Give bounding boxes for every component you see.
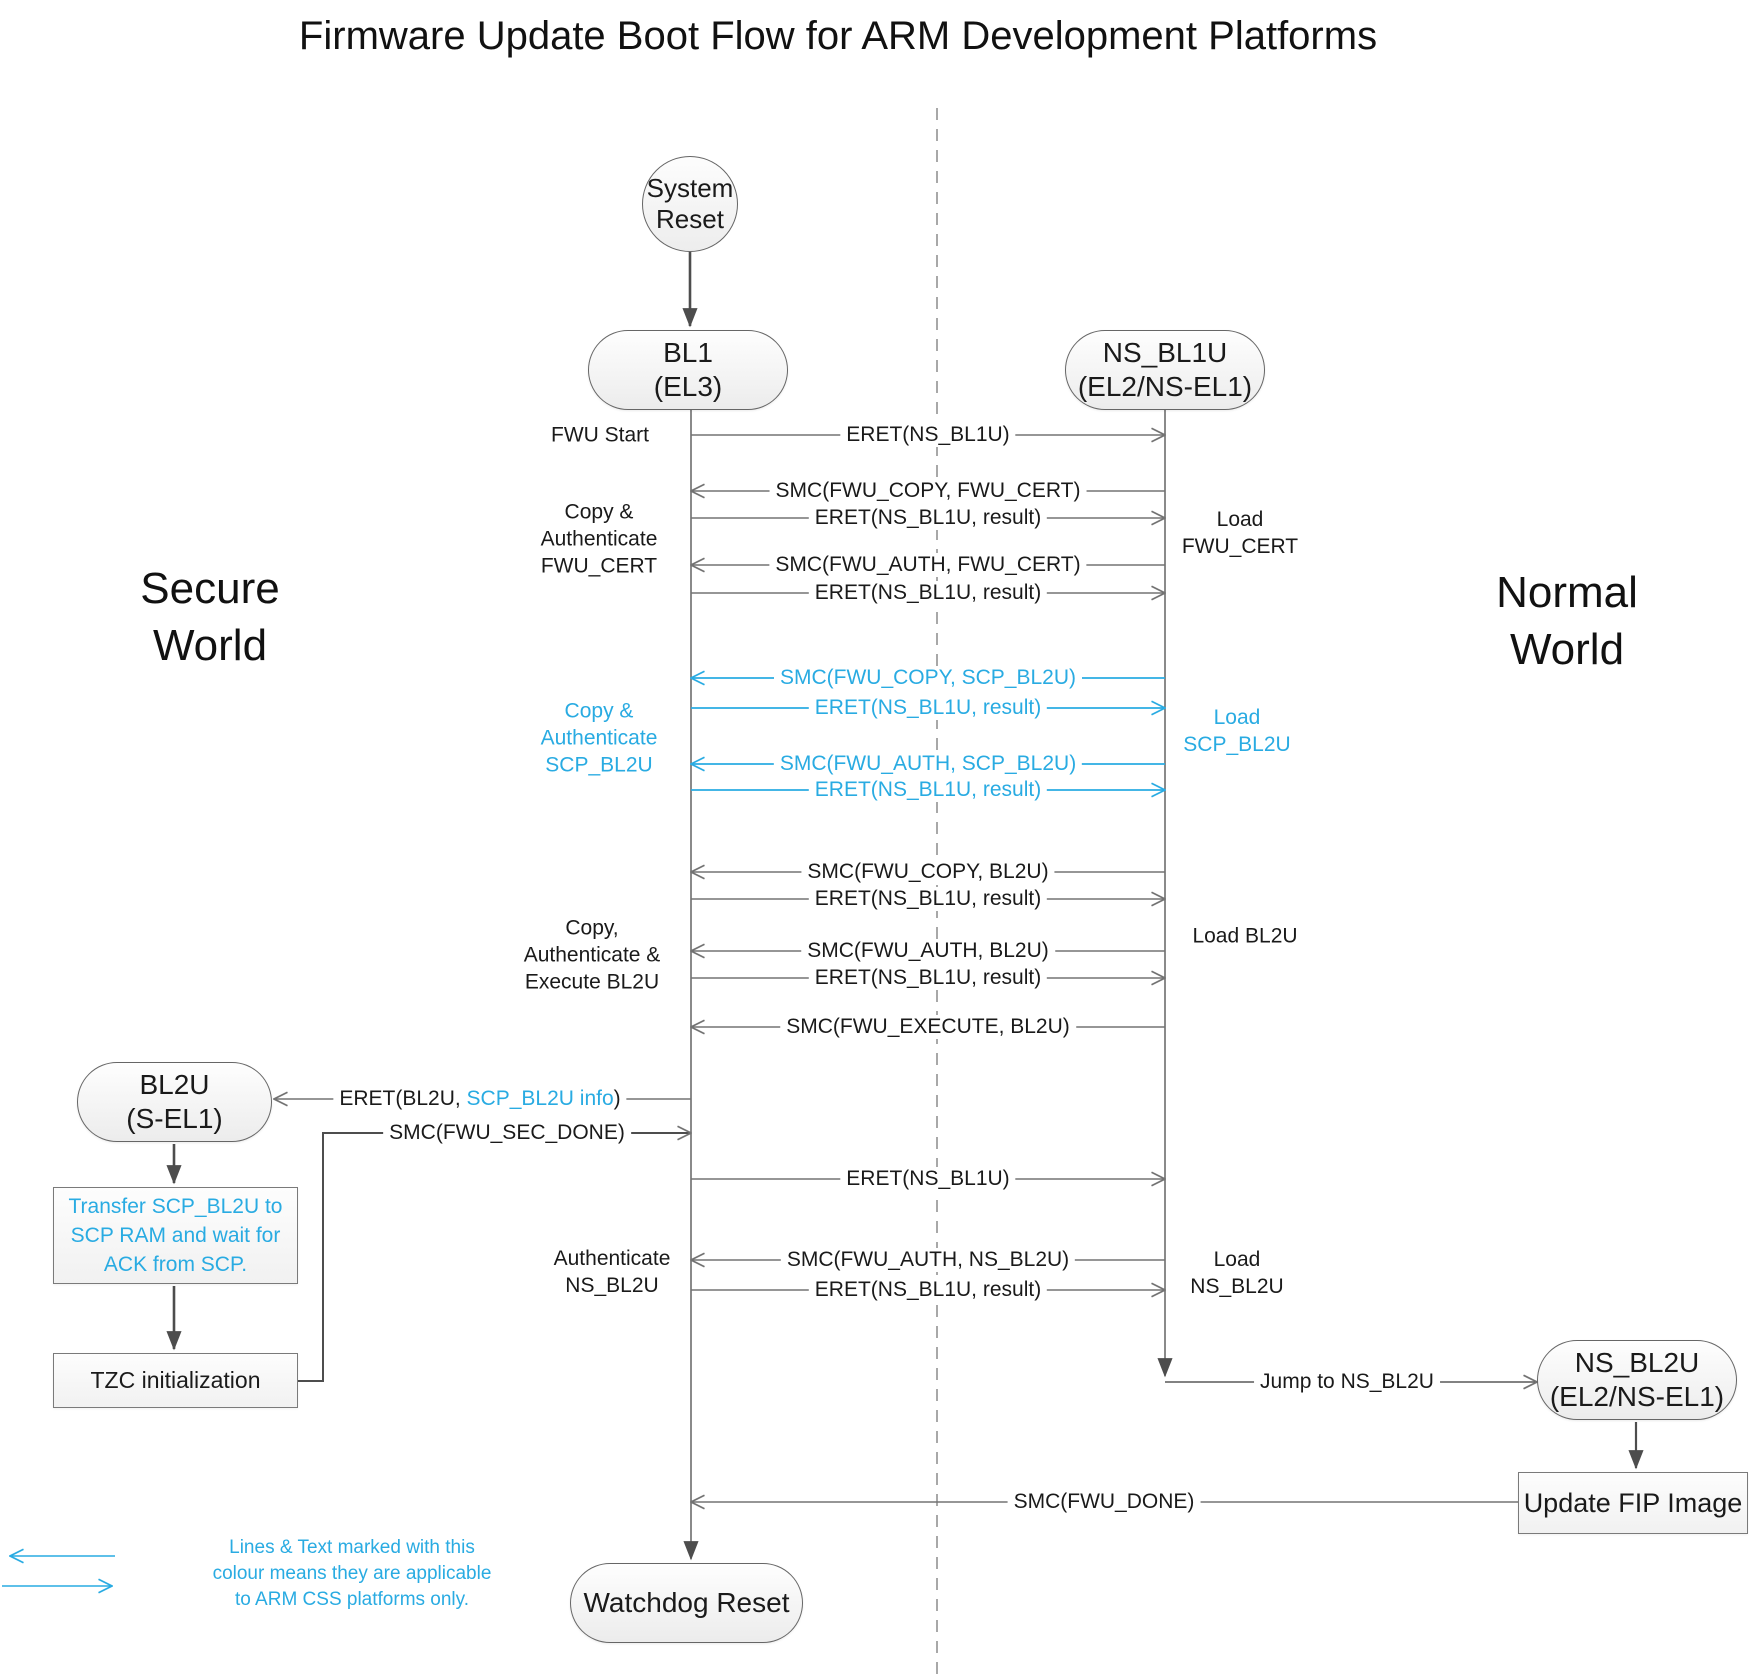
normal-world-label: Normal World [1496, 564, 1638, 678]
label-copy-auth-fwu-cert-1: Copy & [564, 500, 634, 524]
legend-line1: Lines & Text marked with this [229, 1537, 475, 1558]
tzc-init-box: TZC initialization [53, 1353, 298, 1408]
msg-smc-fwu-sec-done: SMC(FWU_SEC_DONE) [383, 1121, 631, 1145]
msg-eret-result-3: ERET(NS_BL1U, result) [808, 696, 1048, 720]
msg-eret-result-2: ERET(NS_BL1U, result) [808, 581, 1048, 605]
diagram-title: Firmware Update Boot Flow for ARM Develo… [298, 14, 1378, 58]
watchdog-reset-label: Watchdog Reset [583, 1587, 790, 1618]
msg-eret-result-7: ERET(NS_BL1U, result) [808, 1278, 1048, 1302]
ns-bl2u-line1: NS_BL2U [1574, 1347, 1700, 1378]
bl2u-node: BL2U (S-EL1) [77, 1062, 272, 1142]
label-copy-auth-scp-bl2u-1: Copy & [564, 699, 634, 723]
msg-smc-auth-scp-bl2u: SMC(FWU_AUTH, SCP_BL2U) [773, 752, 1083, 776]
label-authenticate-ns-bl2u-1: Authenticate [553, 1247, 671, 1270]
bl2u-line2: (S-EL1) [126, 1103, 223, 1134]
msg-smc-fwu-done: SMC(FWU_DONE) [1007, 1490, 1201, 1514]
label-load-scp-bl2u-2: SCP_BL2U [1183, 733, 1291, 756]
label-copy-auth-fwu-cert-2: Authenticate [540, 527, 658, 551]
legend-note: Lines & Text marked with this colour mea… [213, 1535, 492, 1613]
system-reset-node: System Reset [642, 156, 738, 252]
ns-bl1u-line1: NS_BL1U [1102, 337, 1228, 368]
label-load-scp-bl2u-1: Load [1213, 706, 1261, 729]
msg-eret-result-6: ERET(NS_BL1U, result) [808, 966, 1048, 990]
msg-smc-copy-fwu-cert: SMC(FWU_COPY, FWU_CERT) [769, 479, 1087, 503]
msg-eret-bl2u-scp-info: SCP_BL2U info [466, 1087, 614, 1110]
legend-line3: to ARM CSS platforms only. [234, 1589, 470, 1610]
label-copy-auth-exec-bl2u-2: Authenticate & [523, 943, 661, 967]
label-authenticate-ns-bl2u: Authenticate NS_BL2U [554, 1245, 671, 1299]
msg-eret-ns-bl1u-2: ERET(NS_BL1U) [840, 1167, 1016, 1191]
update-fip-label: Update FIP Image [1523, 1487, 1743, 1518]
label-fwu-start: FWU Start [551, 423, 649, 447]
msg-eret-ns-bl1u: ERET(NS_BL1U) [840, 423, 1016, 447]
normal-world-line2: World [1509, 625, 1625, 674]
msg-eret-bl2u-suffix: ) [613, 1087, 621, 1110]
label-copy-auth-scp-bl2u-2: Authenticate [540, 726, 658, 750]
label-copy-auth-scp-bl2u: Copy & Authenticate SCP_BL2U [541, 698, 658, 779]
tzc-init-label: TZC initialization [90, 1367, 261, 1393]
secure-world-label: Secure World [140, 560, 279, 674]
transfer-line3: ACK from SCP. [103, 1253, 248, 1276]
msg-eret-bl2u-prefix: ERET(BL2U, [339, 1087, 467, 1110]
label-copy-auth-scp-bl2u-3: SCP_BL2U [545, 753, 653, 777]
label-copy-auth-fwu-cert: Copy & Authenticate FWU_CERT [541, 499, 658, 580]
transfer-scp-box: Transfer SCP_BL2U to SCP RAM and wait fo… [53, 1187, 298, 1284]
label-load-ns-bl2u-2: NS_BL2U [1190, 1275, 1284, 1298]
bl1-node: BL1 (EL3) [588, 330, 788, 410]
bl1-line1: BL1 [663, 337, 713, 368]
msg-eret-result-5: ERET(NS_BL1U, result) [808, 887, 1048, 911]
label-load-ns-bl2u: Load NS_BL2U [1190, 1246, 1283, 1300]
msg-smc-execute-bl2u: SMC(FWU_EXECUTE, BL2U) [780, 1015, 1076, 1039]
label-copy-auth-exec-bl2u-3: Execute BL2U [524, 970, 660, 994]
watchdog-reset-node: Watchdog Reset [570, 1563, 803, 1643]
transfer-line1: Transfer SCP_BL2U to [68, 1195, 283, 1218]
label-load-ns-bl2u-1: Load [1213, 1248, 1261, 1271]
msg-smc-copy-scp-bl2u: SMC(FWU_COPY, SCP_BL2U) [773, 666, 1083, 690]
ns-bl2u-line2: (EL2/NS-EL1) [1549, 1381, 1725, 1412]
msg-smc-auth-ns-bl2u: SMC(FWU_AUTH, NS_BL2U) [780, 1248, 1076, 1272]
msg-eret-result-1: ERET(NS_BL1U, result) [808, 506, 1048, 530]
msg-smc-copy-bl2u: SMC(FWU_COPY, BL2U) [801, 860, 1055, 884]
secure-world-line1: Secure [140, 564, 280, 613]
system-reset-line1: System [646, 173, 734, 203]
label-load-fwu-cert-2: FWU_CERT [1181, 535, 1299, 558]
msg-eret-result-4: ERET(NS_BL1U, result) [808, 778, 1048, 802]
label-copy-auth-exec-bl2u: Copy, Authenticate & Execute BL2U [524, 915, 661, 996]
msg-smc-auth-bl2u: SMC(FWU_AUTH, BL2U) [801, 939, 1055, 963]
label-load-scp-bl2u: Load SCP_BL2U [1183, 704, 1290, 758]
secure-world-line2: World [152, 621, 268, 670]
msg-jump-ns-bl2u: Jump to NS_BL2U [1254, 1370, 1440, 1394]
transfer-line2: SCP RAM and wait for [70, 1224, 281, 1247]
bl1-line2: (EL3) [653, 371, 723, 402]
bl2u-line1: BL2U [139, 1069, 210, 1100]
legend-line2: colour means they are applicable [212, 1563, 492, 1584]
label-load-fwu-cert-1: Load [1216, 508, 1264, 531]
label-load-bl2u: Load BL2U [1192, 924, 1298, 948]
normal-world-line1: Normal [1496, 568, 1638, 617]
label-copy-auth-exec-bl2u-1: Copy, [565, 916, 619, 940]
ns-bl1u-node: NS_BL1U (EL2/NS-EL1) [1065, 330, 1265, 410]
msg-smc-auth-fwu-cert: SMC(FWU_AUTH, FWU_CERT) [769, 553, 1087, 577]
update-fip-box: Update FIP Image [1518, 1472, 1748, 1534]
label-load-fwu-cert: Load FWU_CERT [1182, 506, 1298, 560]
label-copy-auth-fwu-cert-3: FWU_CERT [540, 554, 658, 578]
label-authenticate-ns-bl2u-2: NS_BL2U [565, 1274, 659, 1297]
ns-bl1u-line2: (EL2/NS-EL1) [1077, 371, 1253, 402]
ns-bl2u-node: NS_BL2U (EL2/NS-EL1) [1537, 1340, 1737, 1420]
msg-eret-bl2u: ERET(BL2U, SCP_BL2U info) [333, 1087, 627, 1111]
system-reset-line2: Reset [656, 204, 724, 234]
